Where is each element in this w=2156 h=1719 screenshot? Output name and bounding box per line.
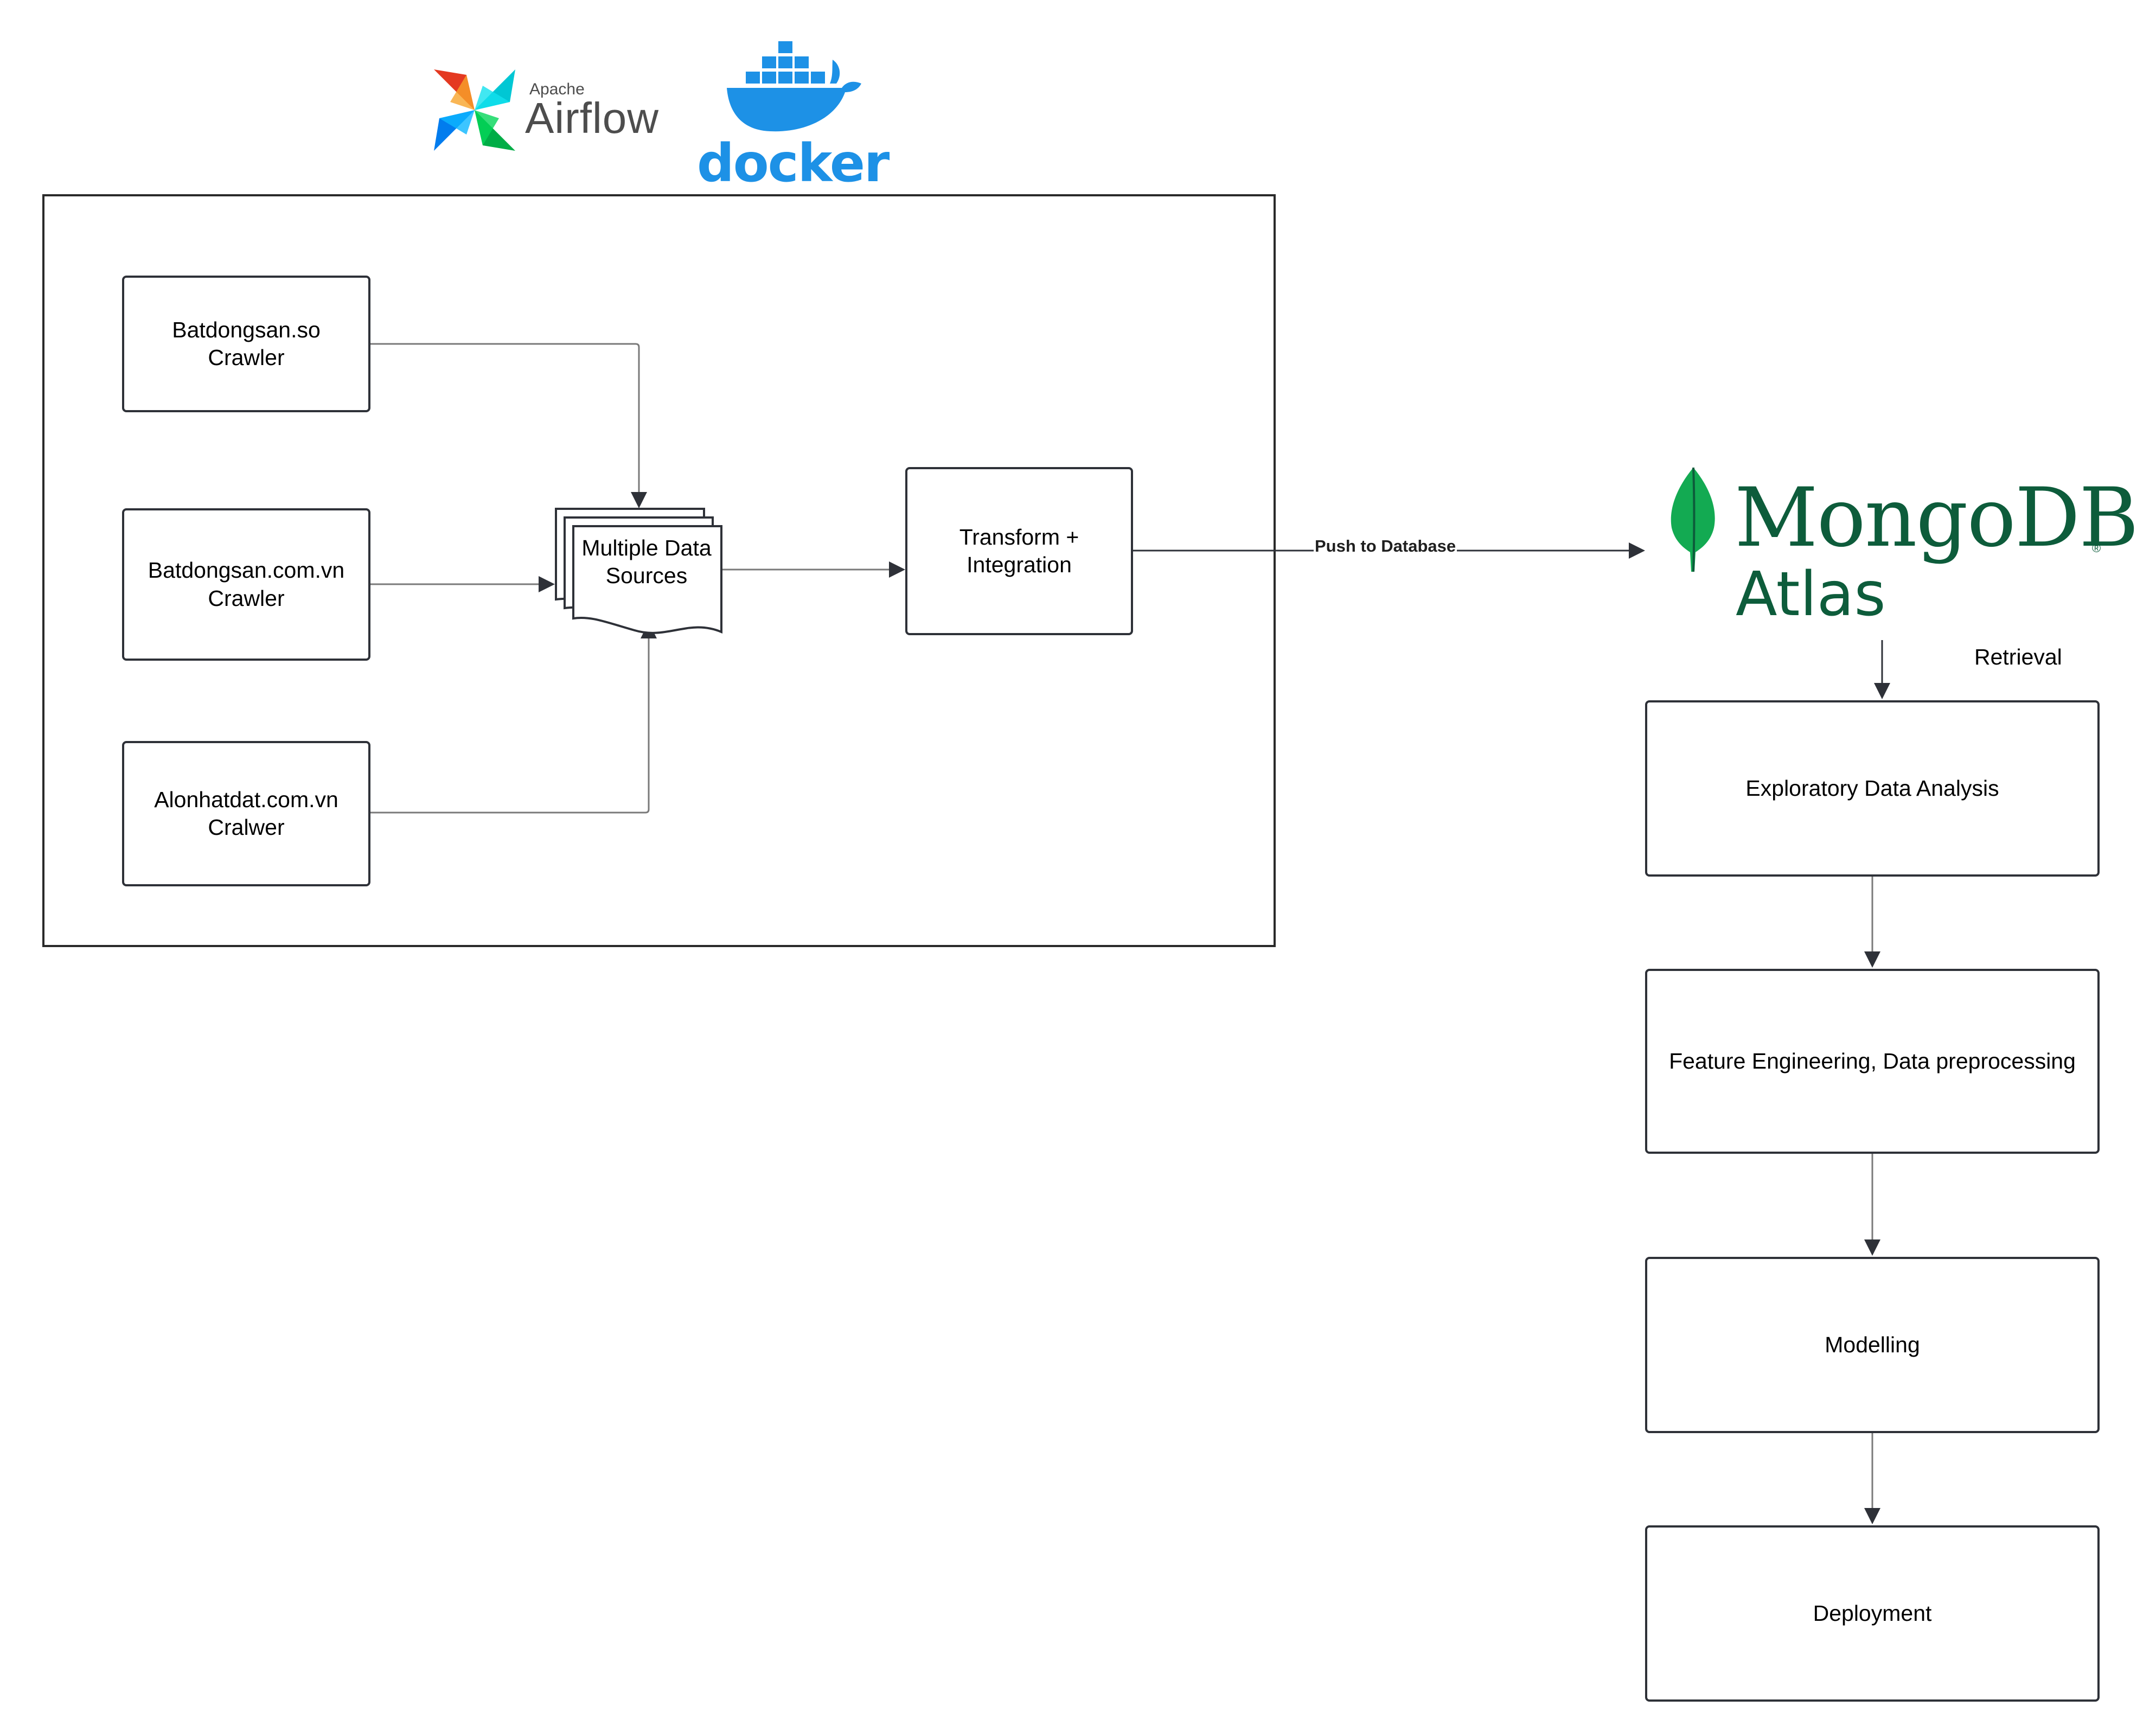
crawler-label: Batdongsan.com.vn Crawler	[148, 558, 345, 611]
multiple-sources-label: Multiple Data Sources	[581, 535, 712, 589]
step-label: Exploratory Data Analysis	[1745, 775, 1999, 801]
edge-crawler3-to-sources	[370, 622, 657, 814]
step-label: Modelling	[1825, 1332, 1920, 1357]
mongodb-registered-mark: ®	[2092, 541, 2101, 555]
modelling-box: Modelling	[1645, 1257, 2100, 1433]
airflow-apache-text: Apache	[529, 80, 585, 98]
airflow-pinwheel-icon	[434, 69, 515, 151]
atlas-wordmark: Atlas	[1736, 559, 1886, 630]
edge-crawler1-to-sources	[370, 343, 647, 508]
crawler-label: Batdongsan.so Crawler	[172, 317, 321, 370]
airflow-name-text: Airflow	[525, 94, 660, 142]
crawler-label: Alonhatdat.com.vn Cralwer	[154, 787, 338, 840]
push-to-database-label: Push to Database	[1314, 536, 1457, 556]
step-label: Deployment	[1813, 1600, 1932, 1626]
feature-engineering-box: Feature Engineering, Data preprocessing	[1645, 969, 2100, 1154]
multiple-sources-shape	[555, 508, 722, 634]
crawler-box-batdongsan-so: Batdongsan.so Crawler	[122, 276, 370, 412]
mongodb-wordmark: MongoDB	[1735, 471, 2139, 565]
crawler-box-alonhatdat: Alonhatdat.com.vn Cralwer	[122, 741, 370, 886]
pipeline-container	[42, 194, 1276, 947]
crawler-box-batdongsan-com-vn: Batdongsan.com.vn Crawler	[122, 508, 370, 661]
deployment-box: Deployment	[1645, 1525, 2100, 1702]
docker-wordmark: docker	[697, 133, 890, 194]
transform-label: Transform + Integration	[959, 524, 1079, 577]
step-label: Feature Engineering, Data preprocessing	[1669, 1048, 2076, 1073]
transform-integration-box: Transform + Integration	[905, 467, 1133, 635]
retrieval-label: Retrieval	[1974, 644, 2062, 669]
eda-box: Exploratory Data Analysis	[1645, 700, 2100, 877]
mongodb-leaf-icon	[1671, 467, 1715, 572]
docker-whale-icon	[727, 41, 861, 132]
